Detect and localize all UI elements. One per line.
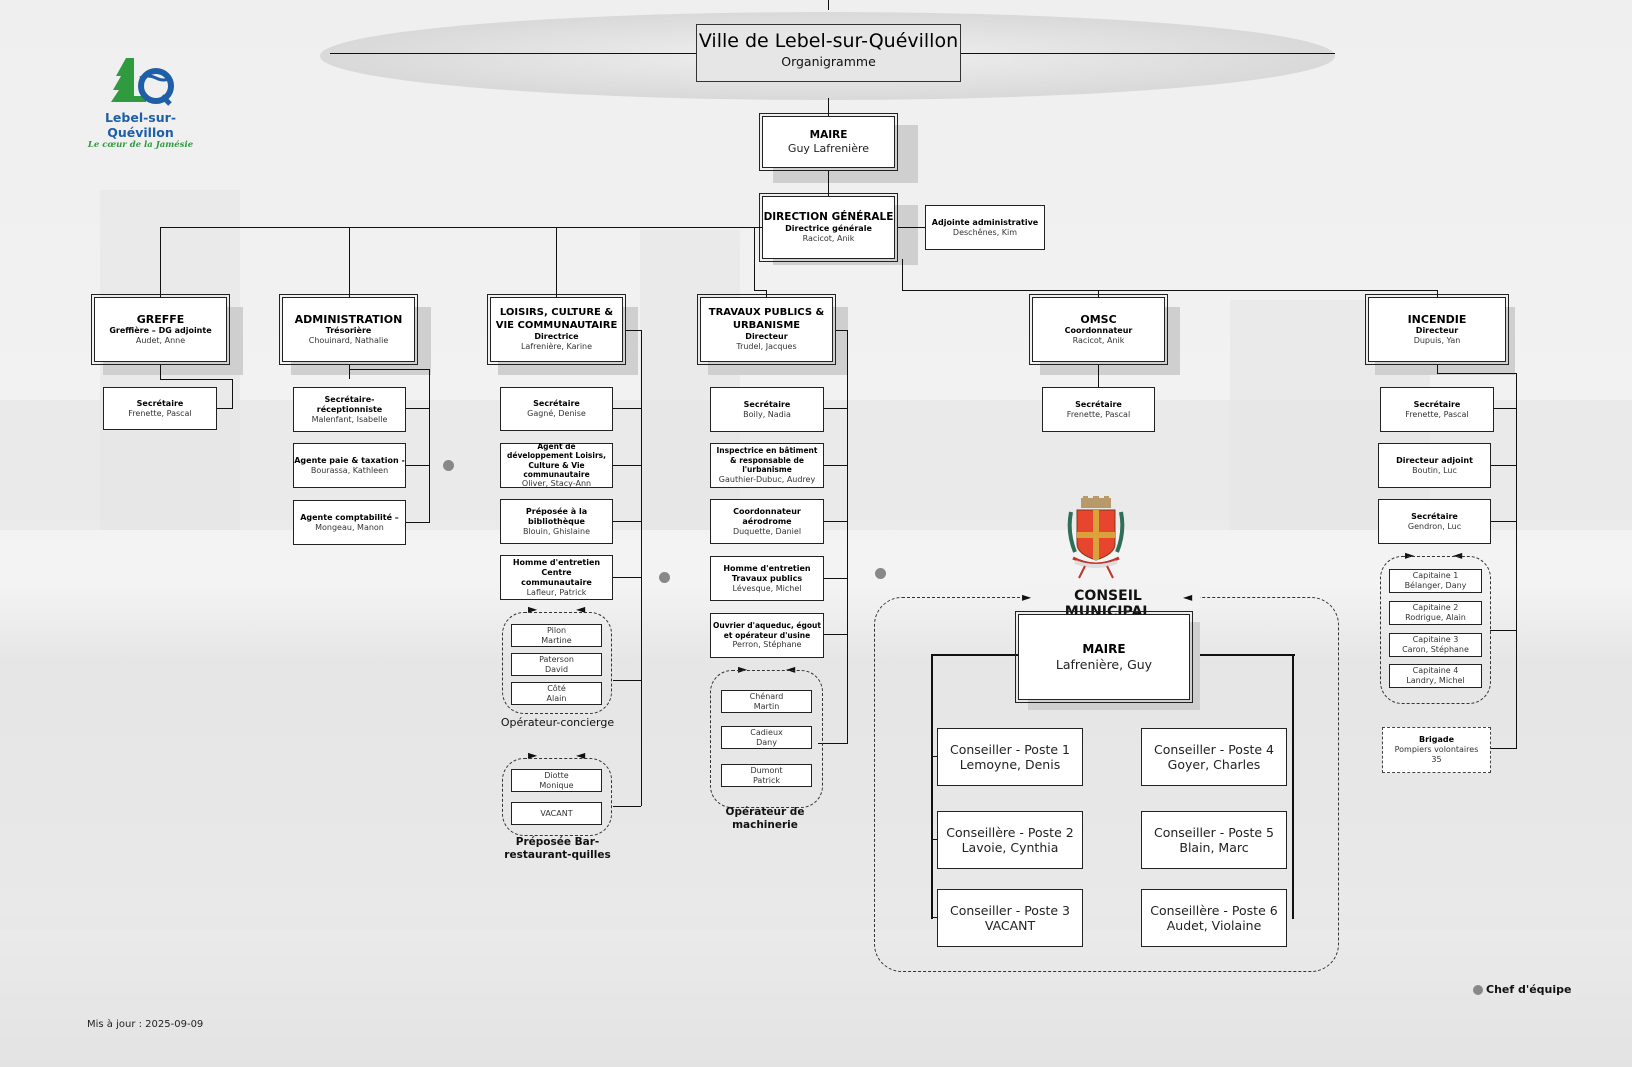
page-title: Ville de Lebel-sur-Quévillon <box>698 30 959 52</box>
logo-name: Lebel-sur-Quévillon <box>104 110 177 140</box>
page-subtitle: Organigramme <box>781 54 876 69</box>
travaux-staff-5[interactable]: Ouvrier d'aqueduc, égout et opérateur d'… <box>710 613 824 658</box>
council-member-3[interactable]: Conseiller - Poste 3 VACANT <box>937 889 1083 947</box>
omsc-secretaire-box[interactable]: Secrétaire Frenette, Pascal <box>1042 387 1155 432</box>
bar-member-1[interactable]: Diotte Monique <box>511 769 602 792</box>
chef-equipe-marker <box>443 460 454 471</box>
incendie-staff-1[interactable]: Secrétaire Frenette, Pascal <box>1380 387 1494 432</box>
legend: Chef d'équipe <box>1473 983 1572 996</box>
council-member-1[interactable]: Conseiller - Poste 1 Lemoyne, Denis <box>937 728 1083 786</box>
arrow-right-icon: ► <box>528 602 538 616</box>
arrow-left-icon: ◄ <box>576 748 586 762</box>
admin-staff-1[interactable]: Secrétaire-réceptionniste Malenfant, Isa… <box>293 387 406 432</box>
concierge-member-2[interactable]: Paterson David <box>511 653 602 676</box>
adjointe-administrative-box[interactable]: Adjointe administrative Deschênes, Kim <box>925 205 1045 250</box>
administration-box[interactable]: ADMINISTRATION Trésorière Chouinard, Nat… <box>279 294 418 365</box>
council-member-6[interactable]: Conseillère - Poste 6 Audet, Violaine <box>1141 889 1287 947</box>
coat-of-arms <box>1065 496 1127 580</box>
loisirs-staff-3[interactable]: Préposée à la bibliothèque Blouin, Ghisl… <box>500 499 613 544</box>
arrow-right-icon: ► <box>1405 548 1415 562</box>
loisirs-box[interactable]: LOISIRS, CULTURE & VIE COMMUNAUTAIRE Dir… <box>487 294 626 365</box>
chef-equipe-marker <box>875 568 886 579</box>
updated-date: Mis à jour : 2025-09-09 <box>87 1019 204 1030</box>
group-label: Préposée Bar-restaurant-quilles <box>504 836 611 861</box>
council-member-2[interactable]: Conseillère - Poste 2 Lavoie, Cynthia <box>937 811 1083 869</box>
coat-of-arms-icon <box>1067 496 1125 579</box>
council-member-5[interactable]: Conseiller - Poste 5 Blain, Marc <box>1141 811 1287 869</box>
travaux-staff-4[interactable]: Homme d'entretien Travaux publics Lévesq… <box>710 556 824 601</box>
group-label: Opérateur-concierge <box>500 716 615 729</box>
capitaine-3[interactable]: Capitaine 3 Caron, Stéphane <box>1389 633 1482 657</box>
travaux-publics-box[interactable]: TRAVAUX PUBLICS & URBANISME Directeur Tr… <box>697 294 836 365</box>
legend-label: Chef d'équipe <box>1486 983 1572 996</box>
arrow-right-icon: ► <box>1022 590 1032 604</box>
logo-tagline: Le cœur de la Jamésie <box>87 140 194 150</box>
city-logo: Lebel-sur-Quévillon Le cœur de la Jamési… <box>78 56 203 150</box>
logo-emblem-icon <box>110 58 174 106</box>
incendie-staff-3[interactable]: Secrétaire Gendron, Luc <box>1378 499 1491 544</box>
concierge-member-3[interactable]: Côté Alain <box>511 682 602 705</box>
greffe-secretaire-box[interactable]: Secrétaire Frenette, Pascal <box>103 387 217 430</box>
travaux-staff-2[interactable]: Inspectrice en bâtiment & responsable de… <box>710 443 824 488</box>
group-label: Opérateur de machinerie <box>725 806 805 832</box>
arrow-left-icon: ◄ <box>1183 590 1193 604</box>
arrow-left-icon: ◄ <box>1453 548 1463 562</box>
loisirs-staff-1[interactable]: Secrétaire Gagné, Denise <box>500 387 613 431</box>
capitaine-1[interactable]: Capitaine 1 Bélanger, Dany <box>1389 569 1482 593</box>
arrow-right-icon: ► <box>528 748 538 762</box>
travaux-staff-1[interactable]: Secrétaire Boily, Nadia <box>710 387 824 432</box>
operateur-concierge-group <box>502 612 612 714</box>
arrow-right-icon: ► <box>738 662 748 676</box>
admin-staff-3[interactable]: Agente comptabilité – Mongeau, Manon <box>293 500 406 545</box>
greffe-box[interactable]: GREFFE Greffière – DG adjointe Audet, An… <box>91 294 230 365</box>
council-member-4[interactable]: Conseiller - Poste 4 Goyer, Charles <box>1141 728 1287 786</box>
prepose-bar-group <box>502 758 612 836</box>
operateur-machinerie-group <box>710 670 823 808</box>
capitaine-2[interactable]: Capitaine 2 Rodrigue, Alain <box>1389 601 1482 625</box>
concierge-member-1[interactable]: Pilon Martine <box>511 624 602 647</box>
arrow-left-icon: ◄ <box>576 602 586 616</box>
conseil-title-bg <box>1020 585 1200 609</box>
council-mayor-box[interactable]: MAIRE Lafrenière, Guy <box>1015 611 1193 703</box>
loisirs-staff-2[interactable]: Agent de développement Loisirs, Culture … <box>500 442 613 488</box>
capitaines-group <box>1380 556 1491 704</box>
machinerie-member-3[interactable]: Dumont Patrick <box>721 764 812 787</box>
incendie-staff-2[interactable]: Directeur adjoint Boutin, Luc <box>1378 443 1491 488</box>
incendie-box[interactable]: INCENDIE Directeur Dupuis, Yan <box>1365 294 1509 365</box>
machinerie-member-1[interactable]: Chénard Martin <box>721 690 812 713</box>
chef-equipe-marker <box>659 572 670 583</box>
direction-generale-box[interactable]: DIRECTION GÉNÉRALE Directrice générale R… <box>759 193 898 262</box>
arrow-left-icon: ◄ <box>786 662 796 676</box>
travaux-staff-3[interactable]: Coordonnateur aérodrome Duquette, Daniel <box>710 499 824 544</box>
admin-staff-2[interactable]: Agente paie & taxation - Bourassa, Kathl… <box>293 443 406 488</box>
capitaine-4[interactable]: Capitaine 4 Landry, Michel <box>1389 664 1482 688</box>
mayor-box[interactable]: MAIRE Guy Lafrenière <box>759 113 898 171</box>
brigade-box[interactable]: Brigade Pompiers volontaires 35 <box>1382 727 1491 773</box>
machinerie-member-2[interactable]: Cadieux Dany <box>721 726 812 749</box>
chef-equipe-legend-icon <box>1473 984 1483 995</box>
loisirs-staff-4[interactable]: Homme d'entretien Centre communautaire L… <box>500 555 613 600</box>
bar-member-2[interactable]: VACANT <box>511 802 602 825</box>
omsc-box[interactable]: OMSC Coordonnateur Racicot, Anik <box>1029 294 1168 365</box>
title-box: Ville de Lebel-sur-Quévillon Organigramm… <box>696 24 961 82</box>
